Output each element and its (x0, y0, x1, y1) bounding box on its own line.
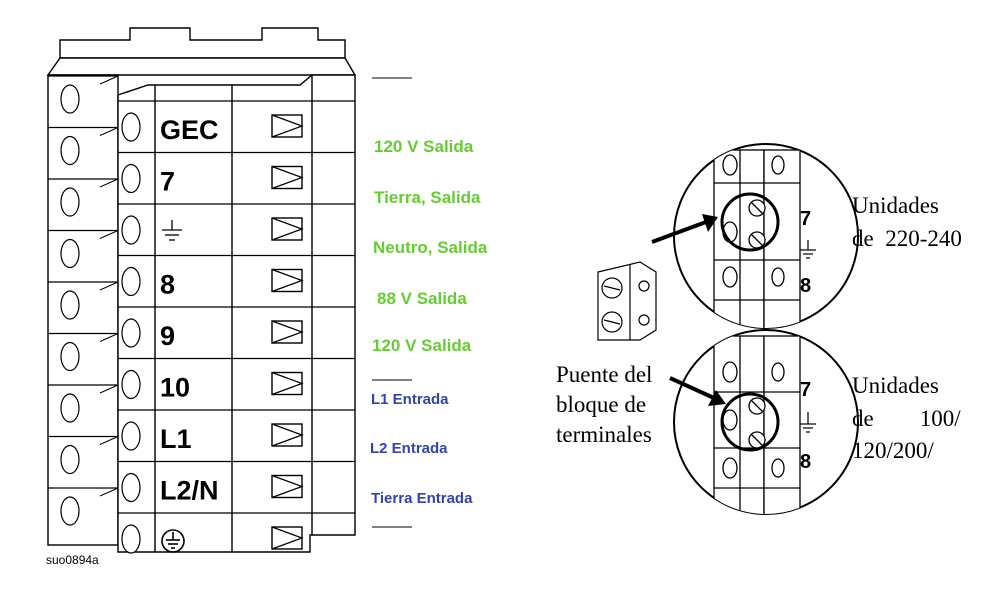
wire-slot (271, 217, 303, 241)
screw-icon (60, 290, 80, 320)
terminal-description: L1 Entrada (371, 391, 449, 408)
terminal-label: 8 (160, 270, 175, 300)
terminal-label: L1 (160, 424, 192, 454)
jumper-part (597, 261, 657, 341)
screw-icon (60, 393, 80, 423)
terminal-row (48, 178, 355, 245)
terminal-description: Tierra Entrada (371, 490, 473, 507)
screw-icon (121, 421, 141, 451)
wire-slot (271, 371, 303, 396)
screw-icon (121, 369, 141, 400)
wire-slot (271, 423, 303, 447)
terminal-description: Neutro, Salida (373, 238, 488, 257)
terminal-label: 10 (160, 373, 190, 403)
wire-slot (271, 320, 303, 344)
screw-icon (60, 187, 80, 217)
caption-220-240: Unidades de 220-240 (852, 193, 962, 251)
screw-icon (121, 318, 141, 348)
screw-icon (121, 472, 141, 503)
part-code: suo0894a (46, 553, 99, 567)
caption-100-120-200-line-1: Unidades (852, 373, 939, 398)
screw-icon (121, 112, 141, 142)
caption-220-240-line-2: de 220-240 (852, 226, 962, 251)
terminal-row: 8 (48, 229, 355, 300)
terminal-row: L1 (48, 384, 355, 454)
wire-slot (271, 165, 303, 190)
terminal-label: L2/N (160, 476, 219, 506)
caption-100-120-200-line-2: de 100/ (852, 406, 961, 431)
terminal-description: 120 V Salida (372, 336, 472, 355)
jumper-label-line-1: Puente del (556, 362, 652, 387)
terminal-label: 9 (160, 321, 175, 351)
terminal-row: GEC (48, 75, 355, 145)
terminal-block (46, 27, 357, 553)
detail-bottom-label-7: 7 (800, 379, 811, 401)
terminal-row: L2/N (48, 435, 355, 506)
ground-icon (162, 220, 182, 241)
screw-icon (60, 135, 80, 166)
ground-icon (800, 412, 816, 433)
terminal-label: 7 (160, 167, 175, 197)
terminal-label: GEC (160, 115, 219, 145)
wire-slot (271, 474, 303, 499)
caption-100-120-200-line-3: 120/200/ (852, 438, 934, 463)
screw-icon (121, 266, 141, 297)
caption-100-120-200: Unidades de 100/ 120/200/ (852, 373, 961, 463)
screw-icon (60, 238, 80, 269)
wire-slot (271, 526, 303, 550)
terminal-row: 10 (48, 332, 355, 403)
terminal-description: 88 V Salida (377, 289, 467, 308)
detail-220-240: 7 8 (651, 143, 859, 329)
screw-icon (60, 341, 80, 372)
terminal-description: 120 V Salida (374, 137, 474, 156)
ground-icon (800, 240, 816, 259)
wire-slot (271, 268, 303, 293)
screw-icon (121, 215, 141, 245)
detail-100-120-200: 7 8 (669, 329, 859, 515)
terminal-row: 7 (48, 126, 355, 197)
terminal-description: L2 Entrada (370, 440, 448, 457)
wire-slot (271, 114, 303, 138)
terminal-row (48, 487, 355, 554)
caption-220-240-line-1: Unidades (852, 193, 939, 218)
screw-icon (121, 524, 141, 554)
detail-top-label-8: 8 (800, 275, 811, 297)
jumper-label-line-2: bloque de (556, 392, 646, 417)
protective-earth-icon (161, 529, 185, 553)
leader-lines (372, 77, 412, 528)
screw-icon (60, 84, 80, 114)
screw-icon (60, 444, 80, 475)
terminal-row: 9 (48, 281, 355, 351)
detail-bottom-label-8: 8 (800, 451, 811, 473)
screw-icon (121, 163, 141, 194)
detail-top-label-7: 7 (800, 208, 811, 230)
terminal-description: Tierra, Salida (374, 188, 481, 207)
screw-icon (60, 496, 80, 526)
jumper-label: Puente del bloque de terminales (556, 362, 652, 447)
jumper-label-line-3: terminales (556, 422, 652, 447)
